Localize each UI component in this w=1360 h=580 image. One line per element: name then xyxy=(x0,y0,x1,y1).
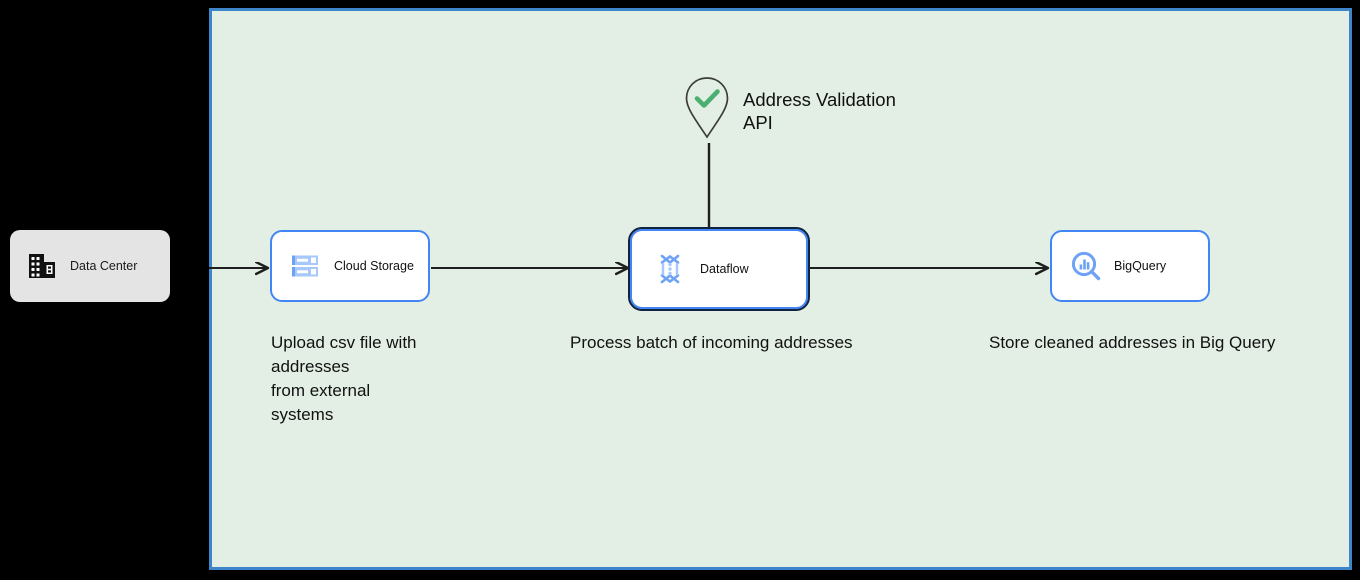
node-label-data-center: Data Center xyxy=(70,259,138,273)
node-dataflow[interactable]: Dataflow xyxy=(628,227,810,311)
cloud-storage-icon xyxy=(292,255,318,277)
node-data-center[interactable]: Data Center xyxy=(10,230,170,302)
caption-bigquery: Store cleaned addresses in Big Query xyxy=(989,333,1276,352)
node-cloud-storage[interactable]: Cloud Storage xyxy=(270,230,430,302)
node-label-dataflow: Dataflow xyxy=(700,262,749,276)
caption-dataflow: Process batch of incoming addresses xyxy=(570,333,853,352)
node-bigquery[interactable]: BigQuery xyxy=(1050,230,1210,302)
bigquery-icon xyxy=(1071,251,1101,281)
node-address-validation-api[interactable]: Address Validation API xyxy=(684,75,896,141)
map-pin-check-icon xyxy=(685,77,729,139)
node-label-cloud-storage: Cloud Storage xyxy=(334,259,414,273)
node-label-address-validation-api: Address Validation API xyxy=(743,89,896,133)
office-building-icon xyxy=(29,254,55,278)
node-label-bigquery: BigQuery xyxy=(1114,259,1167,273)
caption-cloud-storage: Upload csv file with addresses from exte… xyxy=(271,333,417,424)
dataflow-icon xyxy=(660,254,680,284)
